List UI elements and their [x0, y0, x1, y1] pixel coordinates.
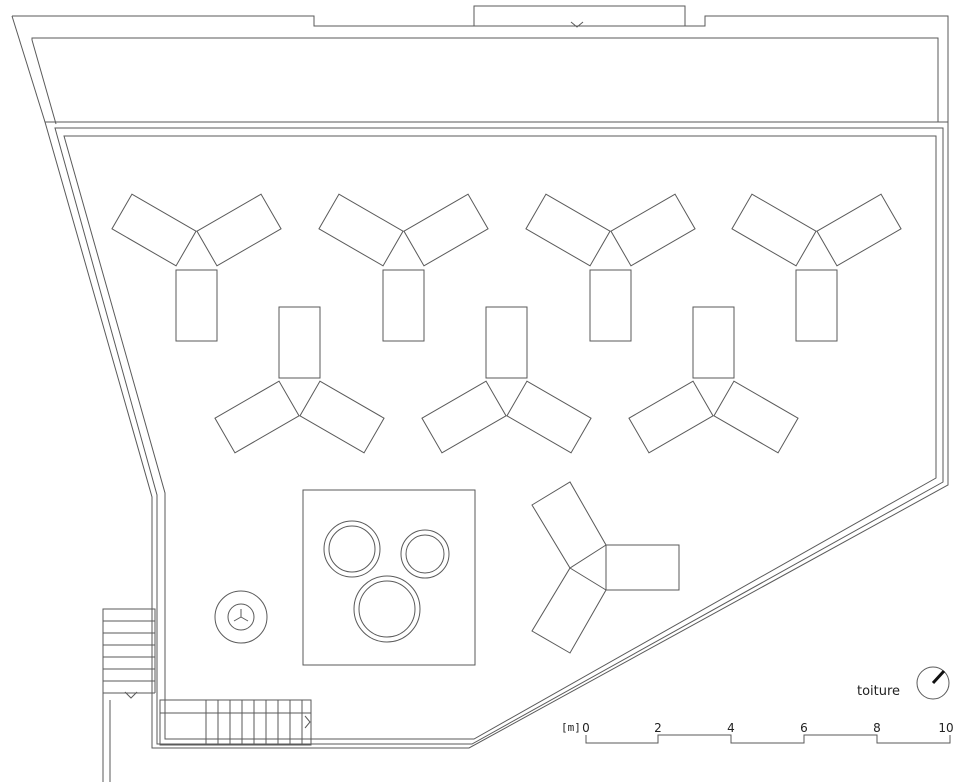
roof-vent-icon [354, 576, 420, 642]
scale-tick-0: 0 [582, 721, 590, 735]
exterior-stair [103, 609, 155, 782]
hatch-arrow-icon [571, 22, 583, 27]
fan-icon [215, 591, 267, 643]
stair-arrow-icon [305, 716, 310, 728]
scale-tick-2: 2 [654, 721, 662, 735]
skylight-group-3 [526, 194, 695, 341]
scale-bar: [m] 0 2 4 6 8 10 [561, 721, 954, 743]
scale-tick-6: 6 [800, 721, 808, 735]
skylight-group-2 [319, 194, 488, 341]
skylight-group-1 [112, 194, 281, 341]
roof-vent-icon [324, 521, 380, 577]
skylight-group-5 [215, 307, 384, 453]
compass-icon [917, 667, 949, 699]
drawing-label: toiture [857, 684, 900, 699]
vent-platform [303, 490, 475, 665]
stair-arrow-icon [125, 692, 137, 698]
upper-building-outline [12, 6, 948, 124]
roof-vent-icon [401, 530, 449, 578]
access-stair [160, 700, 311, 745]
scale-tick-10: 10 [938, 721, 953, 735]
skylight-group-7 [629, 307, 798, 453]
scale-tick-8: 8 [873, 721, 881, 735]
roof-hatch [474, 6, 685, 26]
skylight-group-8 [532, 482, 679, 653]
scale-tick-4: 4 [727, 721, 735, 735]
skylight-group-6 [422, 307, 591, 453]
roof-outline [45, 122, 948, 748]
scale-unit: [m] [561, 721, 581, 734]
skylight-group-4 [732, 194, 901, 341]
